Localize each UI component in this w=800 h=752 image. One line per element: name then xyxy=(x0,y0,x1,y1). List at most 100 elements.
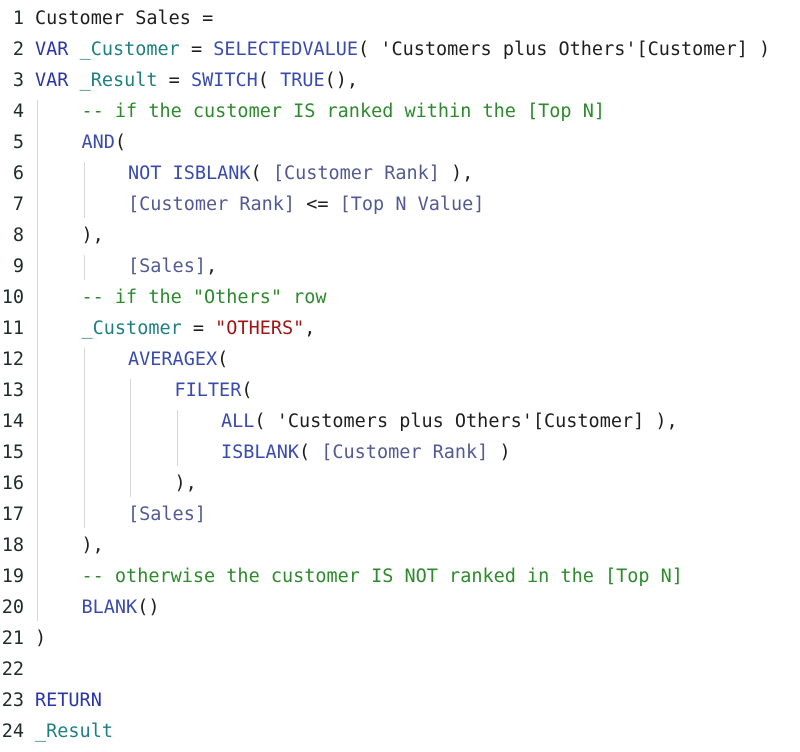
code-line[interactable]: 21) xyxy=(0,623,800,654)
line-number: 11 xyxy=(1,318,24,339)
code-text: ) xyxy=(35,623,46,654)
code-token: AVERAGEX xyxy=(128,349,218,370)
code-line[interactable]: 12 AVERAGEX( xyxy=(0,344,800,375)
indent-guide xyxy=(130,379,131,497)
code-line[interactable]: 18), xyxy=(0,530,800,561)
code-line[interactable]: 22 xyxy=(0,654,800,685)
code-line[interactable]: 6 NOT ISBLANK( [Customer Rank] ), xyxy=(0,158,800,189)
code-text: _Result xyxy=(35,716,113,747)
line-number: 22 xyxy=(1,659,24,680)
line-number: 7 xyxy=(12,194,24,215)
code-text: NOT ISBLANK( [Customer Rank] ), xyxy=(128,158,473,189)
code-token: ) xyxy=(488,442,511,463)
code-line[interactable]: 8), xyxy=(0,220,800,251)
code-token: -- if the customer IS ranked within the … xyxy=(81,101,605,122)
code-token: ) xyxy=(35,628,47,649)
indent-guide xyxy=(83,255,85,280)
code-token: ( xyxy=(241,380,253,401)
code-token: AND xyxy=(81,132,115,153)
code-text: AVERAGEX( xyxy=(128,344,228,375)
code-token: () xyxy=(137,597,160,618)
line-number: 15 xyxy=(1,442,24,463)
line-number: 2 xyxy=(12,39,24,60)
code-text: FILTER( xyxy=(175,375,253,406)
code-token: [Top N Value] xyxy=(339,194,485,215)
code-token: ), xyxy=(174,473,197,494)
code-text: AND( xyxy=(82,127,127,158)
code-token: BLANK xyxy=(81,597,138,618)
line-number: 12 xyxy=(1,349,24,370)
code-token: RETURN xyxy=(35,690,102,711)
code-token: ALL xyxy=(221,411,255,432)
code-line[interactable]: 11_Customer = "OTHERS", xyxy=(0,313,800,344)
code-token: [Customer Rank] xyxy=(321,442,489,463)
indent-guide xyxy=(176,410,178,466)
line-number: 6 xyxy=(12,163,24,184)
code-line[interactable]: 9 [Sales], xyxy=(0,251,800,282)
code-text: -- otherwise the customer IS NOT ranked … xyxy=(82,561,683,592)
code-token: = xyxy=(179,39,214,60)
code-token: ), xyxy=(81,535,104,556)
code-token: = xyxy=(157,70,191,91)
code-token: -- otherwise the customer IS NOT ranked … xyxy=(81,566,683,587)
code-line[interactable]: 17[Sales] xyxy=(0,499,800,530)
code-token: , xyxy=(304,318,316,339)
code-text: ), xyxy=(82,220,104,251)
indent-guide xyxy=(83,162,85,218)
line-number: 17 xyxy=(1,504,24,525)
line-number: 9 xyxy=(12,256,24,277)
code-token: Customer Sales = xyxy=(35,8,214,29)
code-line[interactable]: 4 -- if the customer IS ranked within the… xyxy=(0,96,800,127)
code-token: = xyxy=(181,318,216,339)
line-number: 14 xyxy=(1,411,24,432)
code-text: -- if the customer IS ranked within the … xyxy=(82,96,605,127)
code-line[interactable]: 3 VAR _Result = SWITCH( TRUE(), xyxy=(0,65,800,96)
code-token: TRUE xyxy=(280,70,325,91)
line-number: 18 xyxy=(1,535,24,556)
line-number: 3 xyxy=(12,70,24,91)
code-token: SWITCH xyxy=(190,70,258,91)
code-token: SELECTEDVALUE xyxy=(213,39,359,60)
code-text: -- if the "Others" row xyxy=(82,282,327,313)
code-token: "OTHERS" xyxy=(215,318,305,339)
code-line[interactable]: 19-- otherwise the customer IS NOT ranke… xyxy=(0,561,800,592)
code-line[interactable]: 7[Customer Rank] <= [Top N Value] xyxy=(0,189,800,220)
code-line[interactable]: 1 Customer Sales = xyxy=(0,3,800,34)
code-text: Customer Sales = xyxy=(35,3,213,34)
line-number: 24 xyxy=(1,721,24,742)
code-line[interactable]: 24 _Result xyxy=(0,716,800,747)
code-text: [Sales], xyxy=(128,251,217,282)
code-token: ( xyxy=(114,132,127,153)
code-text: ), xyxy=(175,468,197,499)
code-token: ( 'Customers plus Others'[Customer] ) xyxy=(358,39,771,60)
indent-guide xyxy=(83,348,85,528)
code-token: NOT ISBLANK xyxy=(128,163,251,184)
code-line[interactable]: 20 BLANK() xyxy=(0,592,800,623)
line-number: 1 xyxy=(12,8,24,29)
code-token: ( xyxy=(257,70,281,91)
code-line[interactable]: 13 FILTER( xyxy=(0,375,800,406)
code-token: ), xyxy=(81,225,104,246)
code-token: ( xyxy=(217,349,229,370)
code-line[interactable]: 10 -- if the "Others" row xyxy=(0,282,800,313)
line-number: 8 xyxy=(12,225,24,246)
line-number: 10 xyxy=(1,287,24,308)
line-number: 13 xyxy=(1,380,24,401)
code-token: , xyxy=(205,256,218,277)
code-text: ), xyxy=(82,530,104,561)
code-token: ), xyxy=(439,163,474,184)
code-token: [Customer Rank] xyxy=(128,194,296,215)
code-line[interactable]: 16), xyxy=(0,468,800,499)
code-line[interactable]: 15 ISBLANK( [Customer Rank] ) xyxy=(0,437,800,468)
code-token: FILTER xyxy=(174,380,242,401)
line-number: 4 xyxy=(12,101,24,122)
line-number: 20 xyxy=(1,597,24,618)
code-text: ISBLANK( [Customer Rank] ) xyxy=(221,437,511,468)
code-token: VAR xyxy=(35,70,80,91)
code-text: VAR _Result = SWITCH( TRUE(), xyxy=(35,65,358,96)
